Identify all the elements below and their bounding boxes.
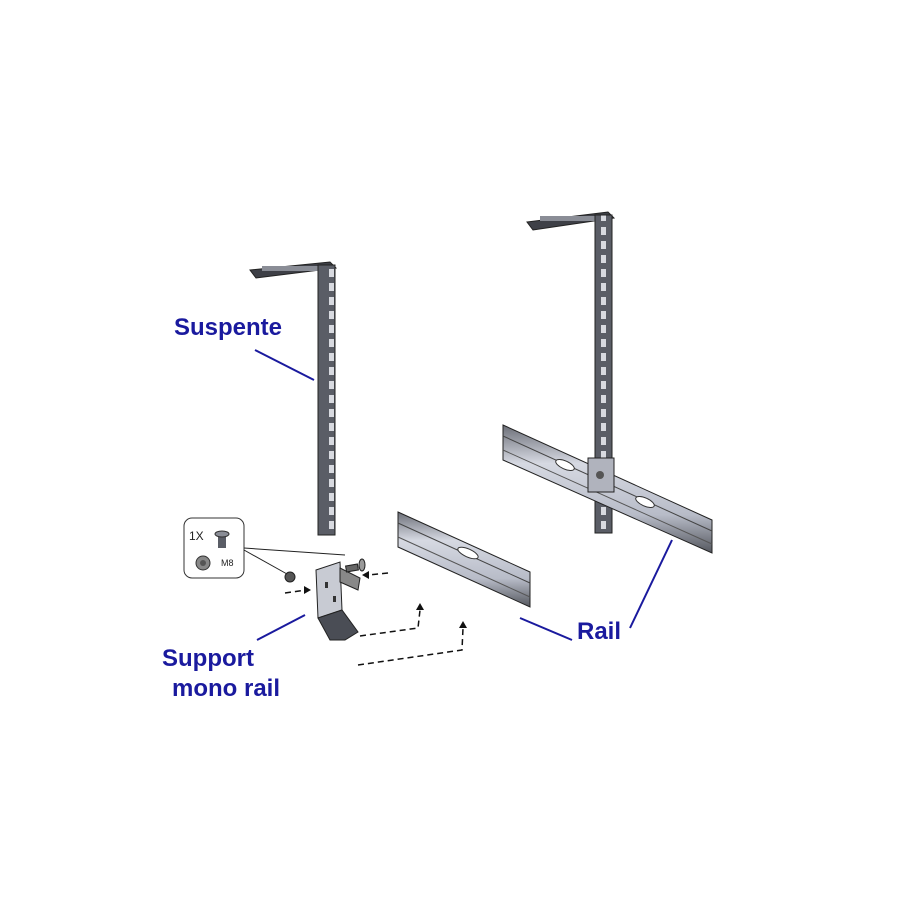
hardware-callout <box>183 517 346 579</box>
bolt <box>344 558 366 573</box>
support-mono-rail-bracket <box>315 561 361 641</box>
callout-size: M8 <box>221 558 234 568</box>
dashed-arrows <box>284 572 464 666</box>
label-suspente: Suspente <box>174 314 283 341</box>
rail-assembled <box>502 424 713 554</box>
leader-lines <box>254 349 673 641</box>
suspente-right <box>526 211 616 534</box>
suspente-left <box>249 261 338 536</box>
arrowheads <box>304 571 467 628</box>
label-rail: Rail <box>577 618 622 645</box>
callout-quantity: 1X <box>189 529 204 543</box>
rail-loose <box>397 511 531 608</box>
label-support-line1: Support <box>162 645 254 672</box>
nut <box>284 571 296 583</box>
label-support-line2: mono rail <box>172 675 281 702</box>
